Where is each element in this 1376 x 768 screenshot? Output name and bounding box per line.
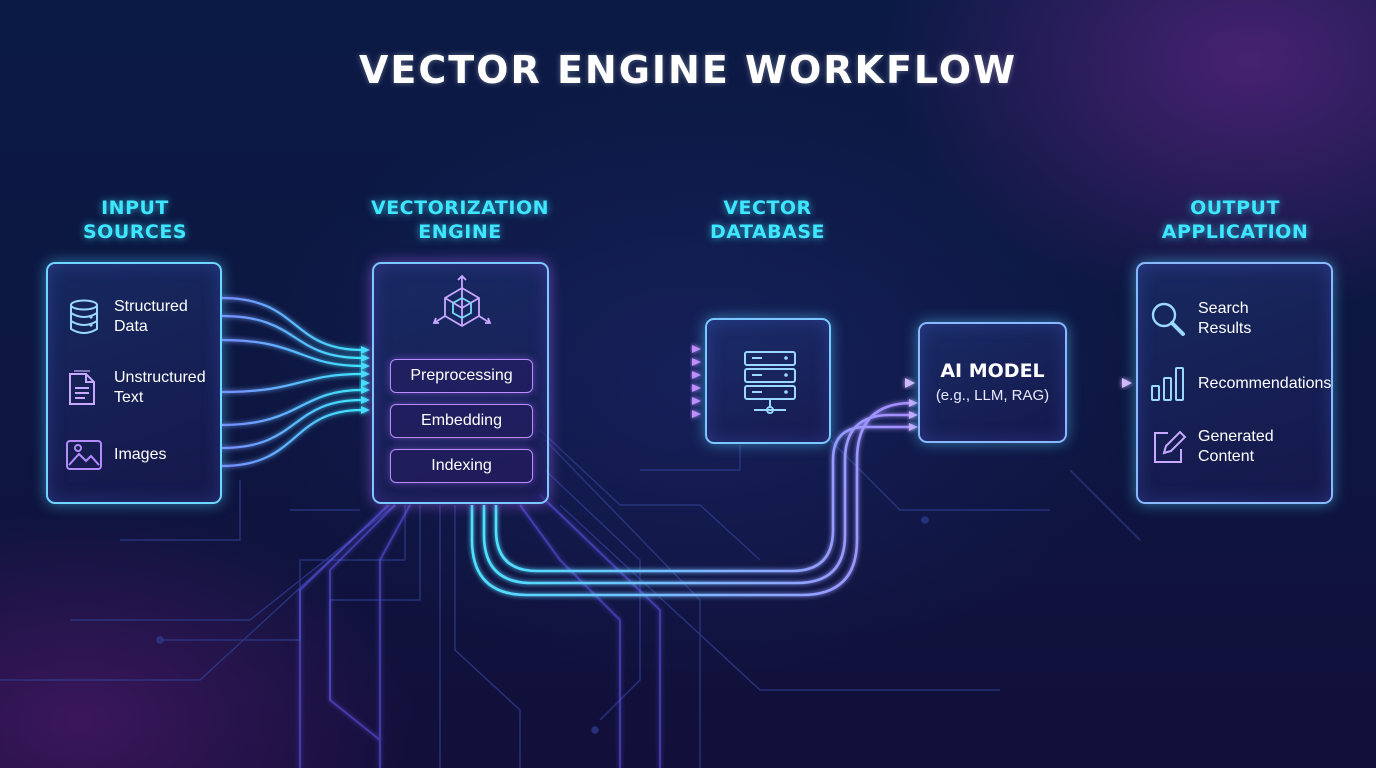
ai-to-output-arrow: [1070, 378, 1132, 388]
background-circuit-bright: [299, 494, 661, 768]
step-embedding: Embedding: [390, 404, 533, 438]
server-icon: [744, 351, 796, 414]
step-preprocessing: Preprocessing: [390, 359, 533, 393]
ai-model-subtitle: (e.g., LLM, RAG): [935, 387, 1050, 404]
cube-icon: [432, 274, 492, 328]
input-flow-arrowheads: [361, 346, 370, 414]
database-icon: [70, 299, 98, 334]
vector-database-panel: [705, 318, 831, 444]
ai-model-title: AI MODEL: [940, 360, 1045, 382]
input-flow-lines: [221, 296, 363, 468]
vectorization-engine-panel: Preprocessing Embedding Indexing: [372, 262, 549, 504]
step-indexing: Indexing: [390, 449, 533, 483]
document-icon: [69, 370, 95, 405]
input-item-images: Images: [64, 435, 166, 475]
db-to-ai-arrow: [832, 378, 915, 388]
bar-chart-icon: [1151, 367, 1184, 401]
ai-model-panel: AI MODEL (e.g., LLM, RAG): [918, 322, 1067, 443]
input-item-label: Images: [114, 446, 167, 463]
image-icon: [66, 440, 102, 470]
edit-icon: [1154, 430, 1187, 463]
engine-flow-lines: [550, 347, 692, 416]
output-item-recommendations: Recommendations: [1148, 364, 1331, 404]
engine-flow-arrowheads: [692, 345, 701, 418]
page-title: VECTOR ENGINE WORKFLOW: [358, 48, 1017, 92]
engine-to-ai-loop: [470, 401, 913, 597]
output-item-label: Recommendations: [1198, 375, 1332, 392]
loop-arrowheads: [909, 399, 918, 431]
search-icon: [1151, 302, 1185, 336]
